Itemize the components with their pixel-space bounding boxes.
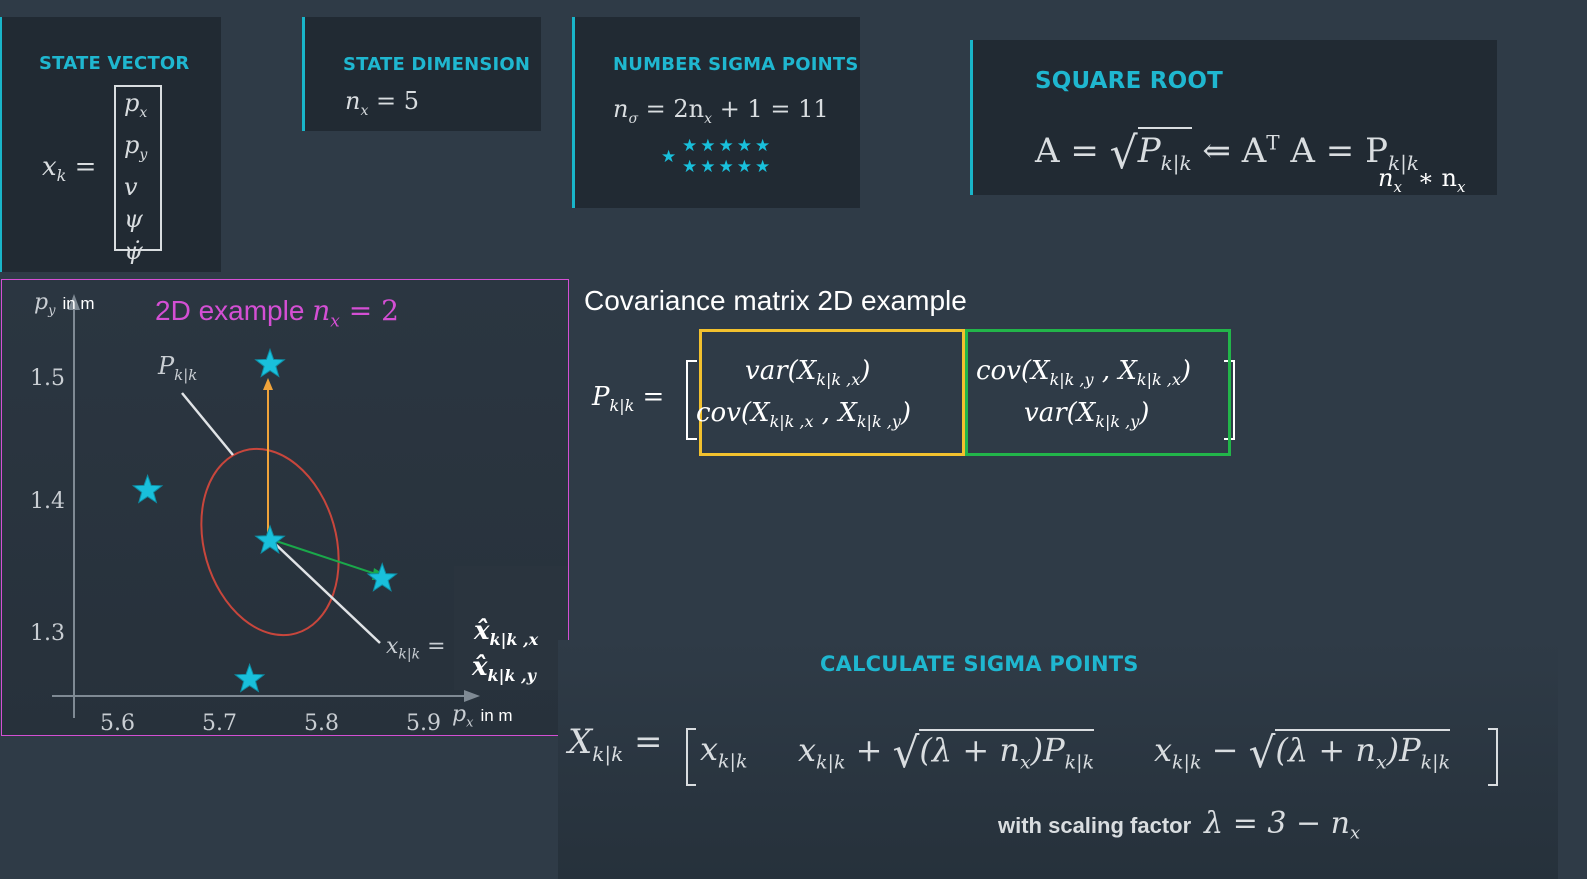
covariance-lhs: Pk|k =	[592, 382, 665, 416]
scaling-factor: with scaling factor λ = 3 − nx	[998, 806, 1361, 844]
covariance-ellipse	[200, 447, 340, 637]
sigma-stars-row1: ★★★★★	[682, 136, 774, 156]
bracket-mask	[117, 89, 159, 247]
state-dimension-heading: STATE DIMENSION	[343, 54, 531, 75]
plot-title: 2D example nx = 2	[155, 294, 399, 332]
square-root-heading: SQUARE ROOT	[1035, 68, 1224, 94]
sigma-count-heading: NUMBER SIGMA POINTS	[613, 54, 859, 75]
square-root-dim-note: nx ∗ nx	[1378, 164, 1466, 196]
state-vector-bracket	[114, 85, 162, 251]
entry-v: v	[124, 172, 138, 201]
sigma-point-star	[233, 662, 266, 693]
mean-vector-box: x̂k|k ,x x̂k|k ,y	[454, 566, 568, 690]
calc-right-bracket	[1488, 728, 1498, 786]
sigma-point-star	[131, 473, 164, 504]
covariance-left-bracket	[686, 360, 697, 440]
sigma-point-star	[254, 524, 286, 555]
sigma-count-card: NUMBER SIGMA POINTS nσ = 2nx + 1 = 11 ★ …	[572, 17, 860, 208]
cov-cell-22: var(Xk|k ,y)	[1024, 398, 1150, 432]
square-root-formula: A = √Pk|k ⇐ AT A = Pk|k	[1035, 127, 1419, 179]
square-root-card: SQUARE ROOT A = √Pk|k ⇐ AT A = Pk|k	[970, 40, 1497, 195]
sigma-stars-row2: ★★★★★	[682, 157, 774, 177]
covariance-right-box	[965, 329, 1231, 456]
state-vector-lhs: xk =	[42, 152, 97, 186]
plot-panel: 1.5 1.4 1.3 5.6 5.7 5.8 5.9 py in m px i…	[1, 279, 569, 736]
x-tick-5-6: 5.6	[100, 711, 135, 735]
state-vector-card: STATE VECTOR xk = px py v ψ ψ̇	[0, 17, 221, 272]
y-axis-label: py in m	[34, 290, 95, 319]
cov-cell-11: var(Xk|k ,x)	[745, 356, 871, 390]
cov-cell-12: cov(Xk|k ,y , Xk|k ,x)	[976, 356, 1192, 390]
calc-term-1: xk|k	[700, 730, 748, 773]
ellipse-label-line	[181, 392, 234, 456]
vertical-sigma-arrowhead	[263, 378, 273, 390]
hat-x-entry: x̂k|k ,x	[474, 616, 539, 650]
y-axis-arrow	[68, 294, 80, 310]
calc-term-3: xk|k − √(λ + nx)Pk|k	[1154, 728, 1451, 777]
state-vector-entries: px py v ψ ψ̇	[124, 87, 147, 267]
entry-py: py	[124, 130, 148, 163]
calc-sigma-panel	[558, 640, 1558, 879]
entry-psi-dot: ψ̇	[124, 236, 143, 265]
cov-cell-21: cov(Xk|k ,x , Xk|k ,y)	[696, 398, 912, 432]
y-tick-1-5: 1.5	[30, 366, 65, 391]
mean-label-line	[269, 538, 381, 644]
x-axis-label: px in m	[452, 702, 513, 731]
x-tick-5-8: 5.8	[304, 711, 339, 735]
calc-left-bracket	[686, 728, 696, 786]
sigma-point-star	[366, 562, 398, 592]
calc-term-2: xk|k + √(λ + nx)Pk|k	[798, 728, 1095, 777]
entry-px: px	[124, 89, 148, 121]
ellipse-label: Pk|k	[158, 352, 198, 384]
mean-label: xk|k =	[386, 634, 446, 663]
x-axis-arrow	[464, 690, 480, 702]
sigma-plot: 1.5 1.4 1.3 5.6 5.7 5.8 5.9	[30, 294, 480, 735]
covariance-left-box	[699, 329, 965, 456]
state-dimension-card: STATE DIMENSION nx = 5	[302, 17, 541, 131]
y-tick-1-3: 1.3	[30, 621, 65, 646]
calc-sigma-heading: CALCULATE SIGMA POINTS	[820, 652, 1139, 676]
diagonal-sigma-arrow	[269, 538, 383, 577]
sigma-stars	[131, 347, 398, 693]
y-tick-1-4: 1.4	[30, 489, 65, 514]
sigma-count-formula: nσ = 2nx + 1 = 11	[613, 95, 829, 127]
calc-sigma-formula: Xk|k =	[568, 722, 663, 766]
x-tick-5-7: 5.7	[202, 711, 237, 735]
x-tick-5-9: 5.9	[406, 711, 441, 735]
sigma-point-star	[254, 347, 286, 378]
state-dimension-formula: nx = 5	[345, 87, 420, 119]
hat-y-entry: x̂k|k ,y	[472, 652, 536, 686]
sigma-star-single: ★	[661, 147, 677, 167]
state-vector-heading: STATE VECTOR	[39, 53, 190, 74]
entry-psi: ψ	[124, 204, 143, 233]
covariance-title: Covariance matrix 2D example	[584, 285, 967, 316]
